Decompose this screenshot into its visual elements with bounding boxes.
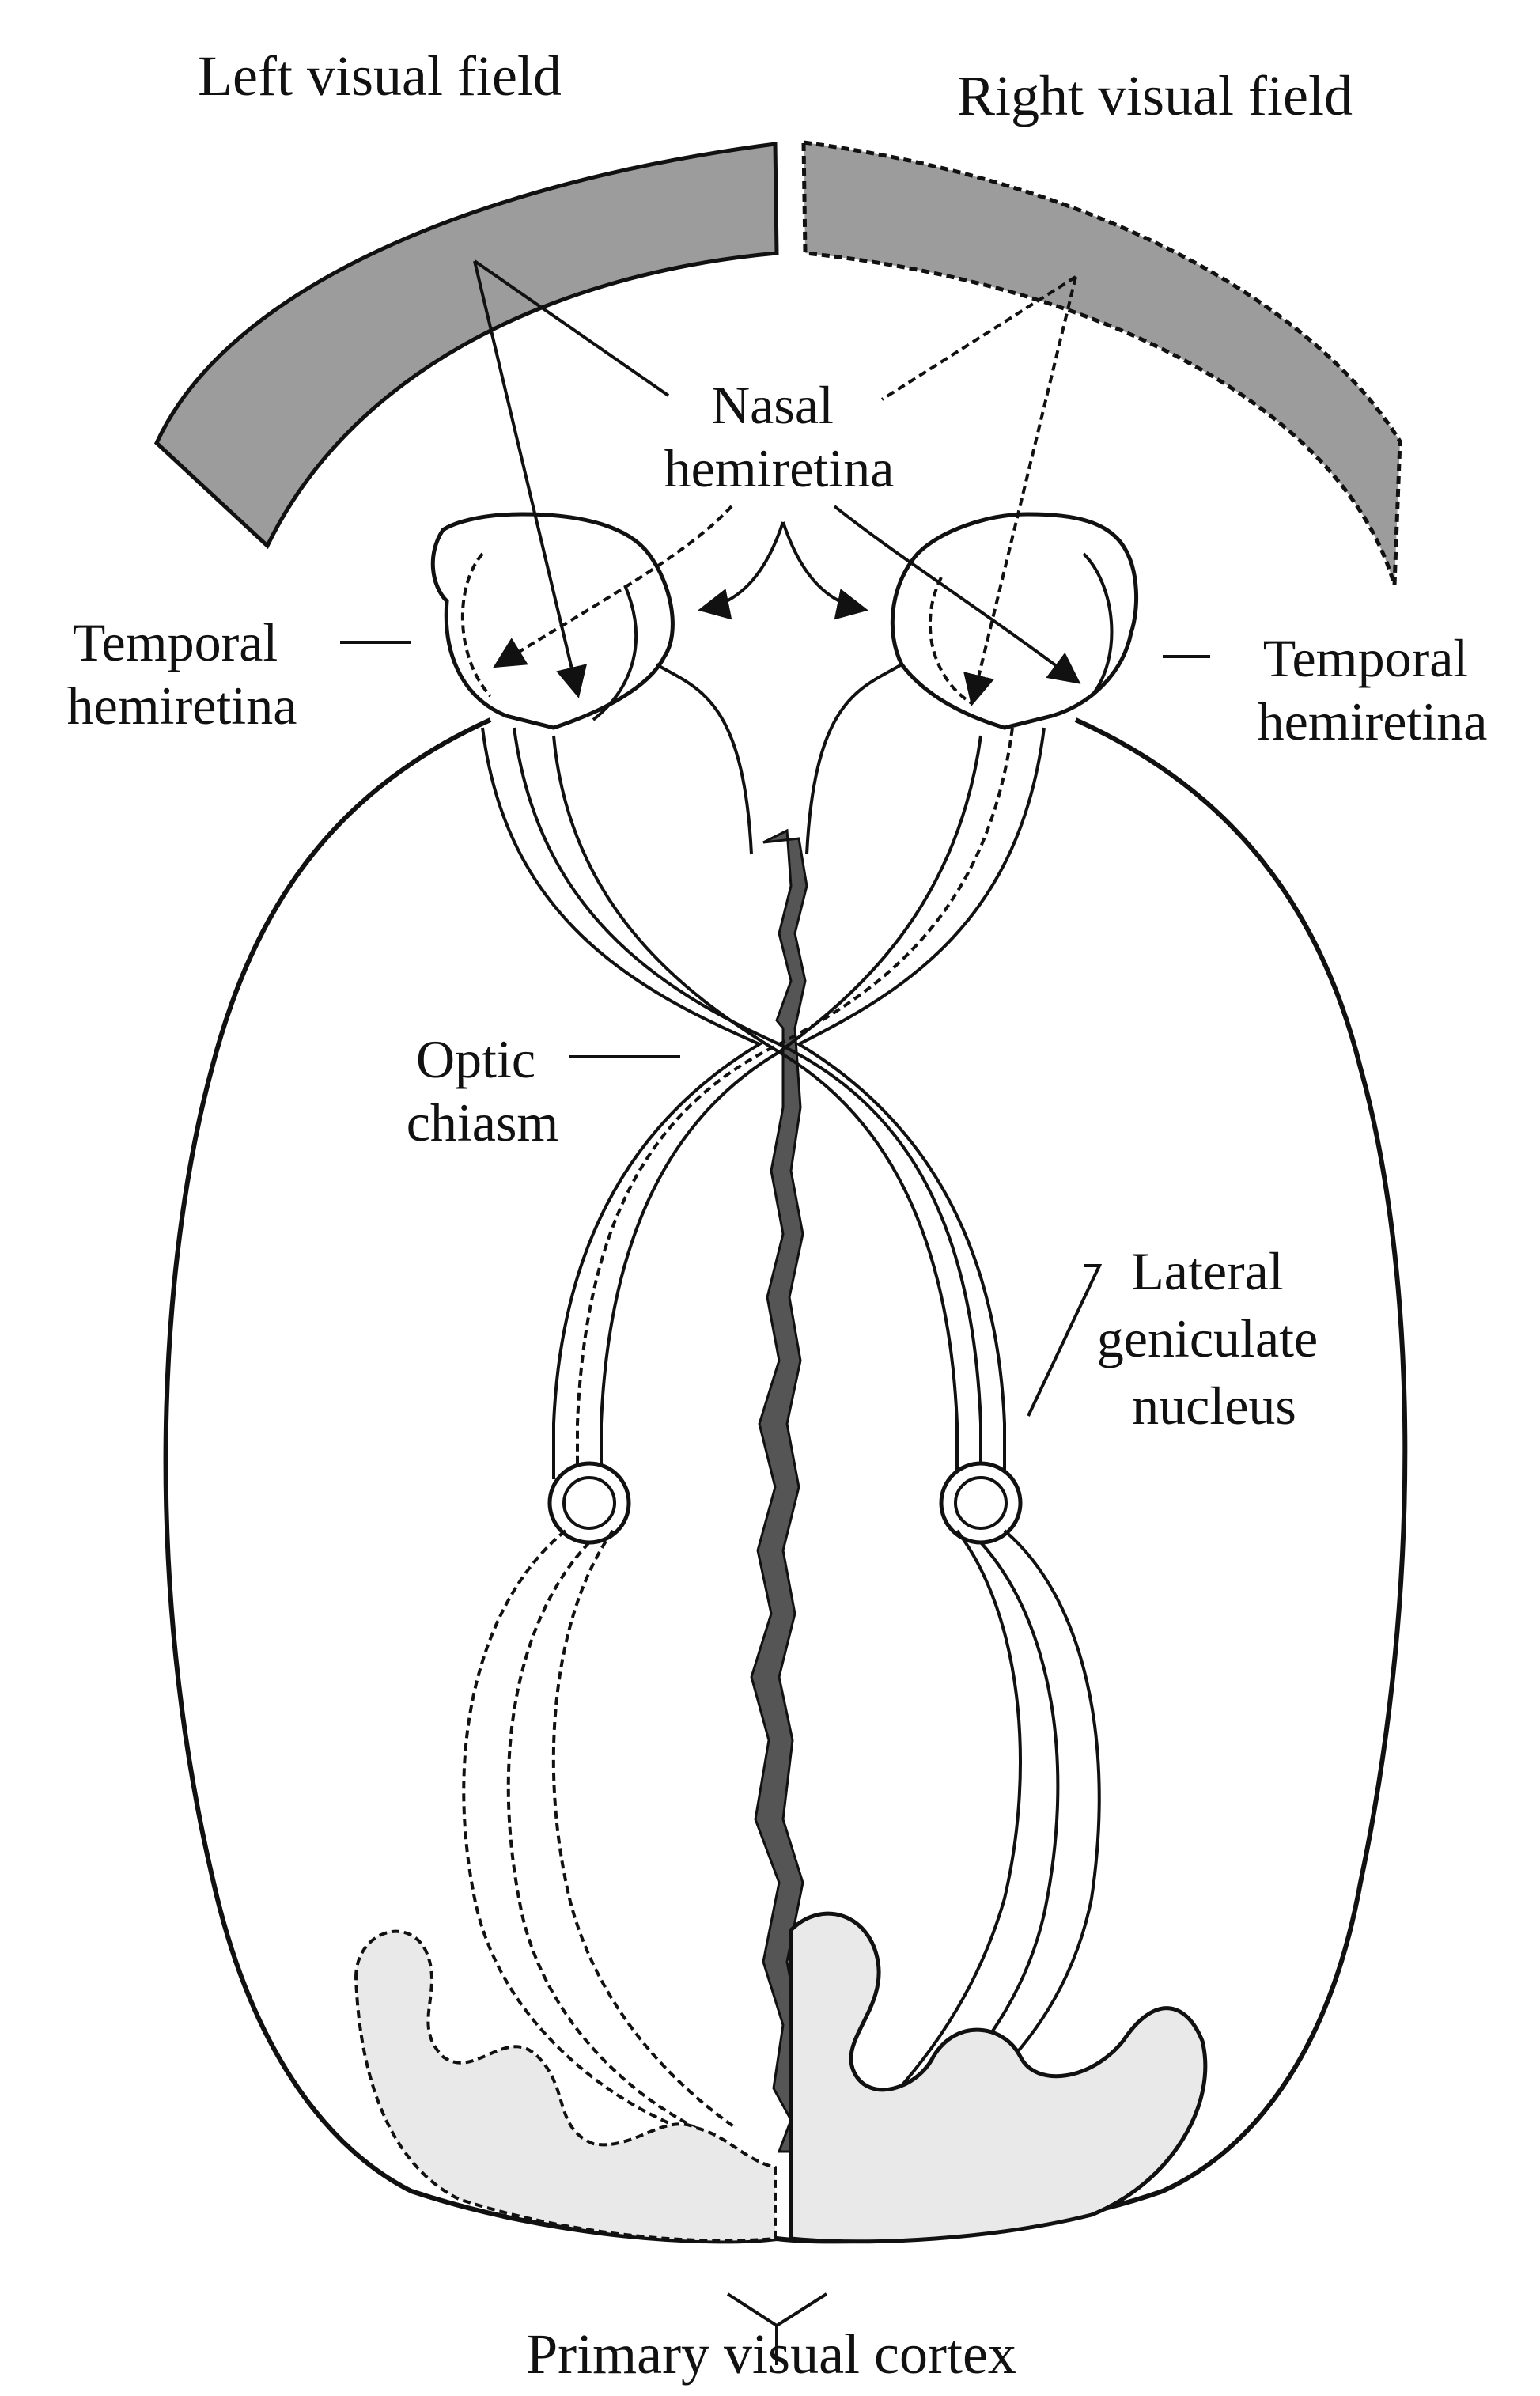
right-eye — [890, 512, 1138, 730]
optic-chiasm-label: Optic chiasm — [407, 1029, 559, 1153]
nasal-hemiretina-label: Nasal hemiretina — [664, 375, 895, 498]
temporal-hemiretina-right-label: Temporal hemiretina — [1258, 628, 1488, 751]
left-eye — [430, 512, 675, 730]
primary-visual-cortex-label: Primary visual cortex — [526, 2322, 1016, 2386]
left-visual-field-label: Left visual field — [198, 44, 562, 108]
left-lgn-inner — [562, 1476, 616, 1530]
lateral-geniculate-nucleus-label: Lateral geniculate nucleus — [1097, 1241, 1331, 1436]
brain-outline — [163, 717, 1408, 2244]
field-arrows-right — [880, 275, 1077, 706]
right-visual-field-arc — [801, 140, 1402, 586]
nasal-arrows — [493, 505, 1081, 684]
field-arrows-left — [473, 259, 670, 698]
left-visual-cortex — [354, 1929, 777, 2243]
leader-lines — [340, 641, 1210, 2365]
optic-radiations-left — [462, 1529, 737, 2137]
right-lgn-inner — [954, 1476, 1008, 1530]
right-visual-cortex — [789, 1911, 1208, 2244]
left-visual-field-arc — [153, 142, 779, 550]
optic-tracts — [481, 663, 1046, 1479]
temporal-hemiretina-left-label: Temporal hemiretina — [67, 612, 297, 736]
right-visual-field-label: Right visual field — [957, 64, 1353, 127]
